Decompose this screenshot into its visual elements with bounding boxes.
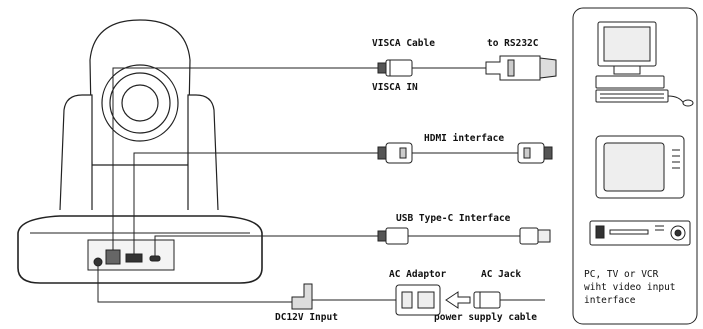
usb-interface-label: USB Type-C Interface [396,213,511,224]
usb-cable [377,227,551,245]
hdmi-cable [377,142,553,164]
rs232c-d-sub [539,57,557,79]
dc-power-port [93,257,103,267]
dc-wire [97,266,292,303]
hdmi-interface-label: HDMI interface [424,133,504,144]
plug-in-arrow [445,291,471,309]
pc-icon [595,21,694,107]
usb-a-body [519,227,539,245]
usb-c-body [385,227,409,245]
usb-wire [154,235,380,256]
usb-c-port [149,255,161,262]
power-cable [291,283,545,316]
ac-jack-label: AC Jack [481,269,521,280]
hdmi-wire [133,152,380,254]
camera-lens-mid [109,72,171,134]
dc12v-input-label: DC12V Input [275,312,338,323]
hdmi-body-left [385,142,413,164]
panel-text-line-1: PC, TV or VCR [584,269,659,280]
panel-text-line-3: interface [584,295,636,306]
vcr-icon [589,220,691,246]
visca-cable [377,55,557,81]
tv-icon [595,135,685,199]
camera-lens-inner [121,84,159,122]
visca-wire [112,67,378,250]
visca-cable-label: VISCA Cable [372,38,435,49]
camera-yoke-left [59,94,93,211]
connection-lines [97,67,380,303]
dc-plug [291,283,313,310]
hdmi-plug-right [543,146,553,160]
visca-plug [377,62,387,74]
visca-port [105,249,121,265]
hdmi-body-right [517,142,545,164]
usb-a-plug [537,229,551,243]
hdmi-port [125,253,143,263]
device-panel [572,7,698,325]
power-supply-cable-label: power supply cable [434,312,537,323]
ptz-camera [17,19,263,284]
panel-text-line-2: wiht video input [584,282,676,293]
ac-adaptor-label: AC Adaptor [389,269,446,280]
hdmi-plug-left [377,146,387,160]
camera-lens-outer [101,64,179,142]
visca-in-label: VISCA IN [372,82,418,93]
ac-jack [473,291,501,309]
to-rs232c-label: to RS232C [487,38,539,49]
usb-c-plug [377,230,387,242]
